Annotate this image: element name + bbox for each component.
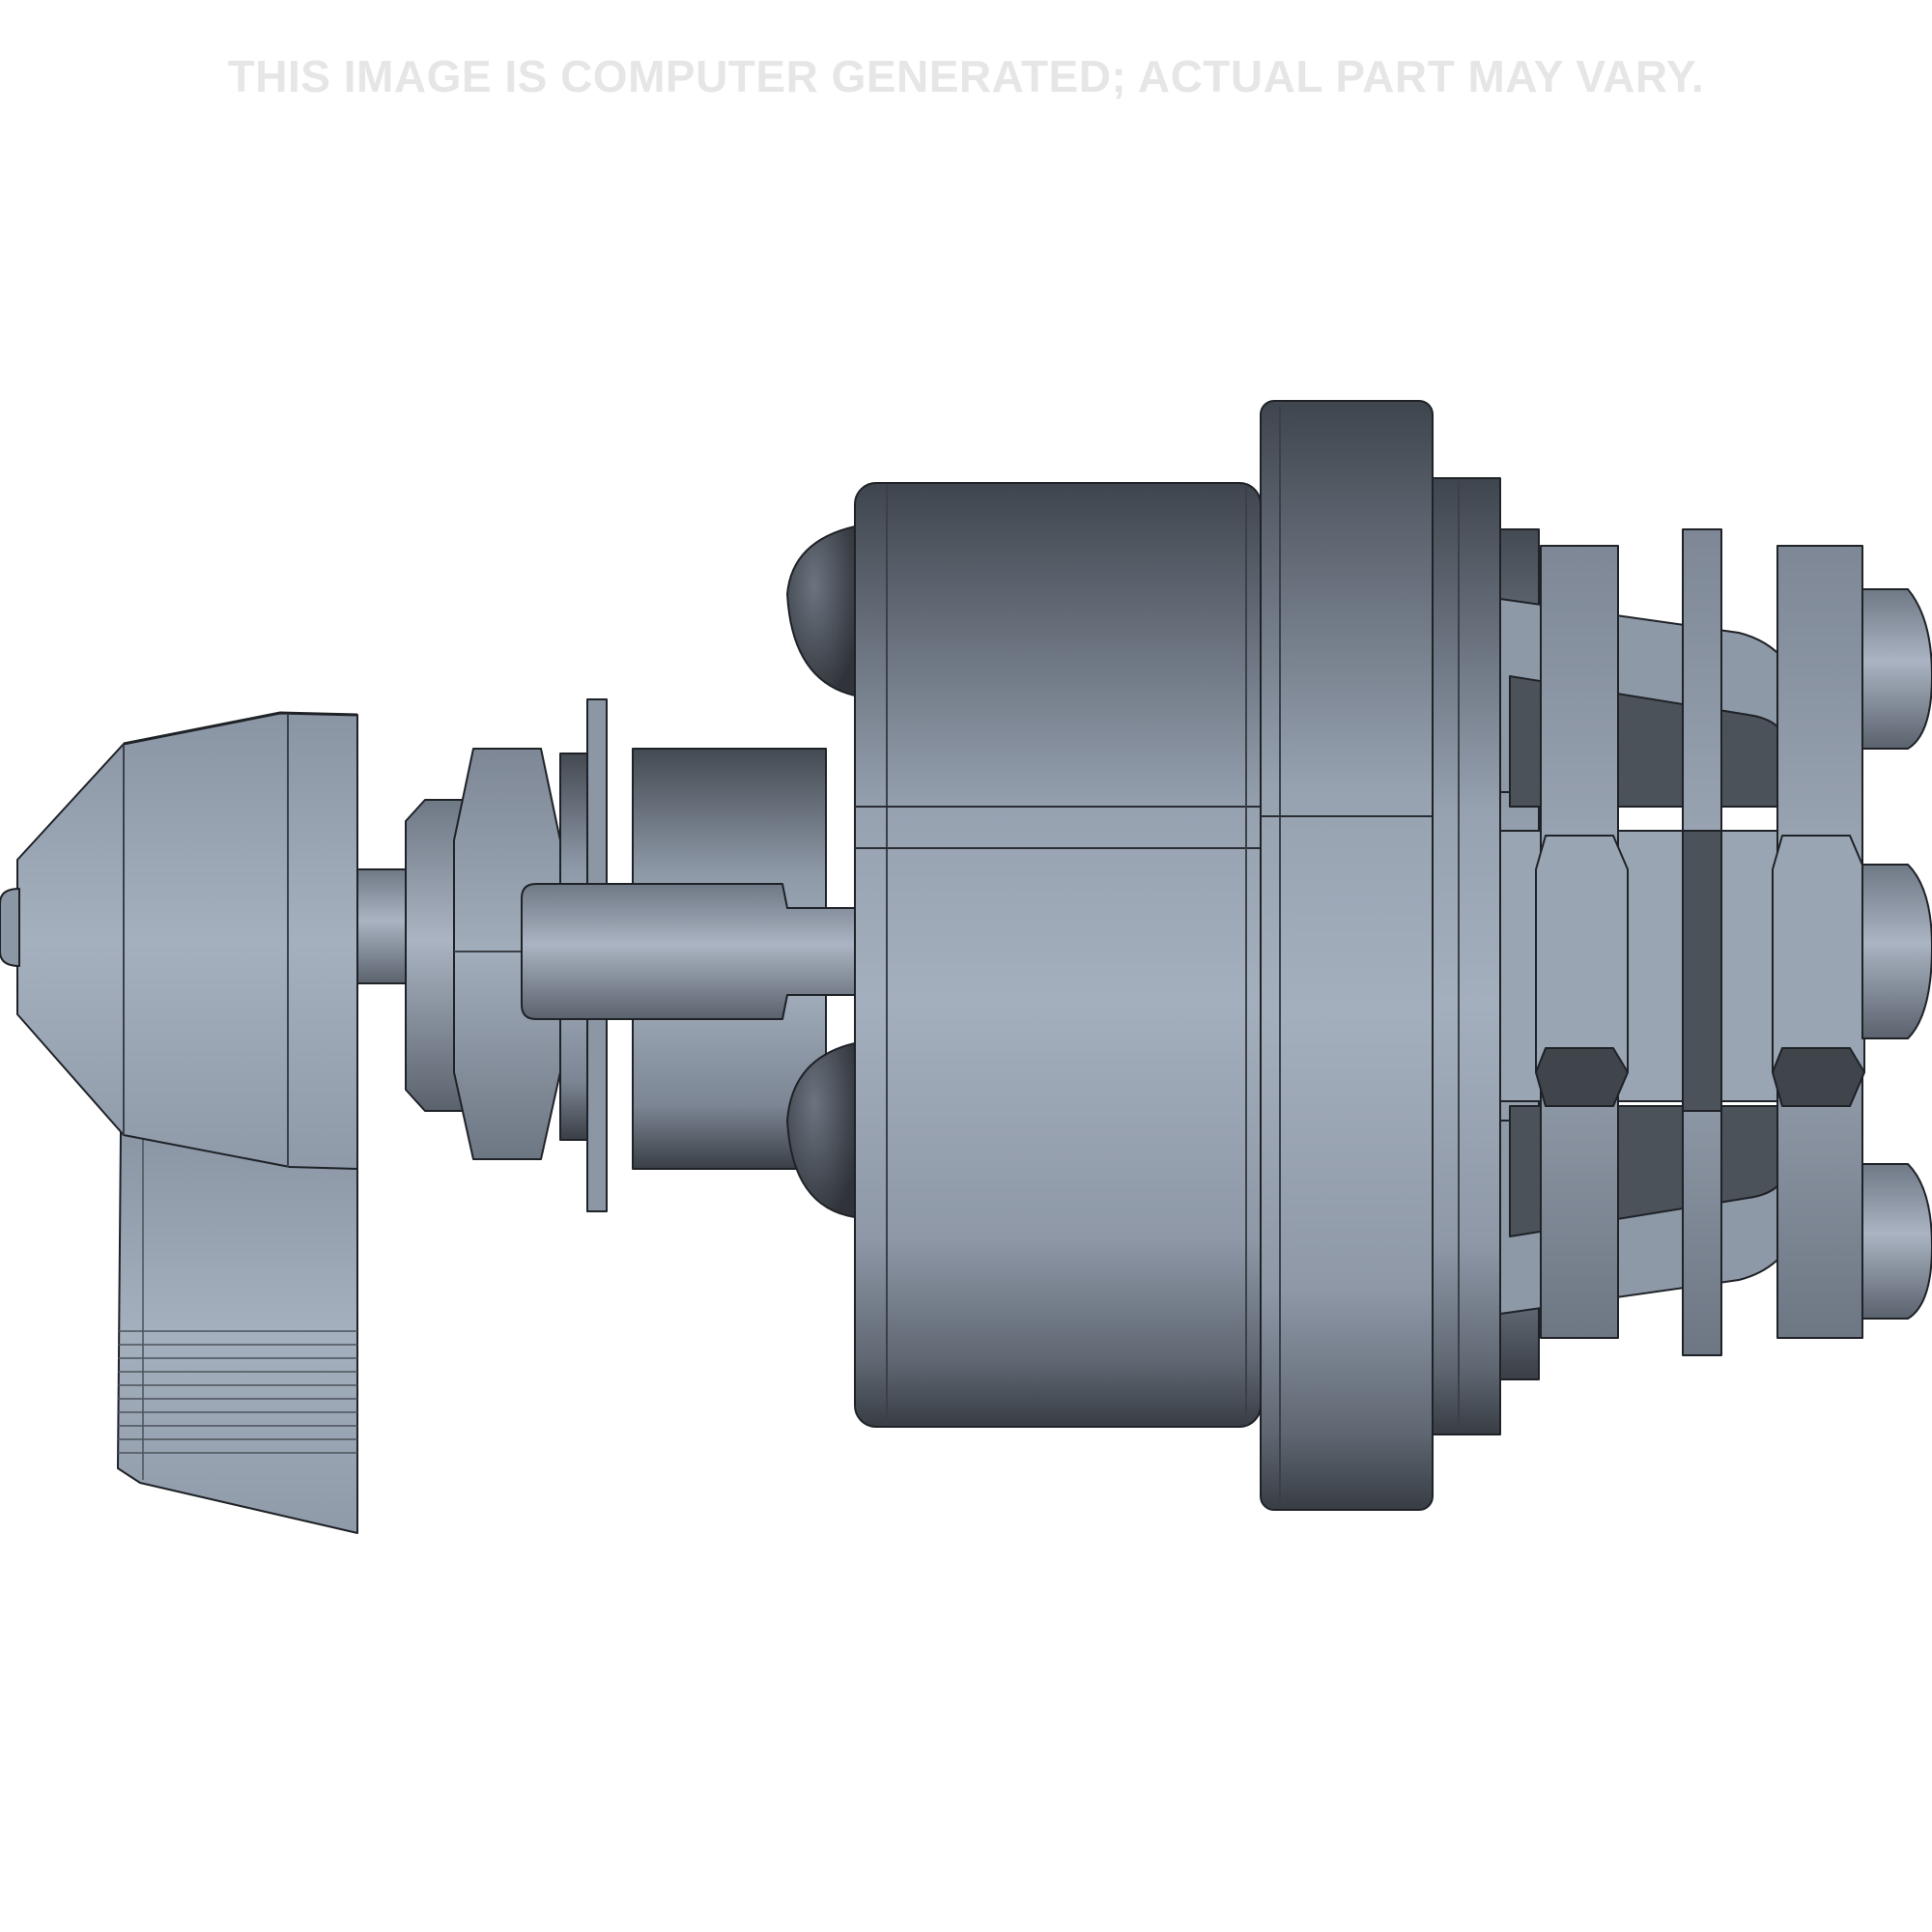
- mounting-flange: [1260, 400, 1434, 1511]
- dome-top: [786, 526, 856, 696]
- mounting-nut: [453, 748, 561, 1160]
- computer-generated-disclaimer: THIS IMAGE IS COMPUTER GENERATED; ACTUAL…: [227, 51, 1705, 101]
- pin: [521, 883, 870, 1020]
- shaft: [356, 868, 407, 984]
- terminal-block: [1499, 528, 1932, 1380]
- dome-bottom: [786, 1042, 856, 1218]
- knob-lever: [0, 711, 358, 1534]
- main-housing: [854, 482, 1262, 1428]
